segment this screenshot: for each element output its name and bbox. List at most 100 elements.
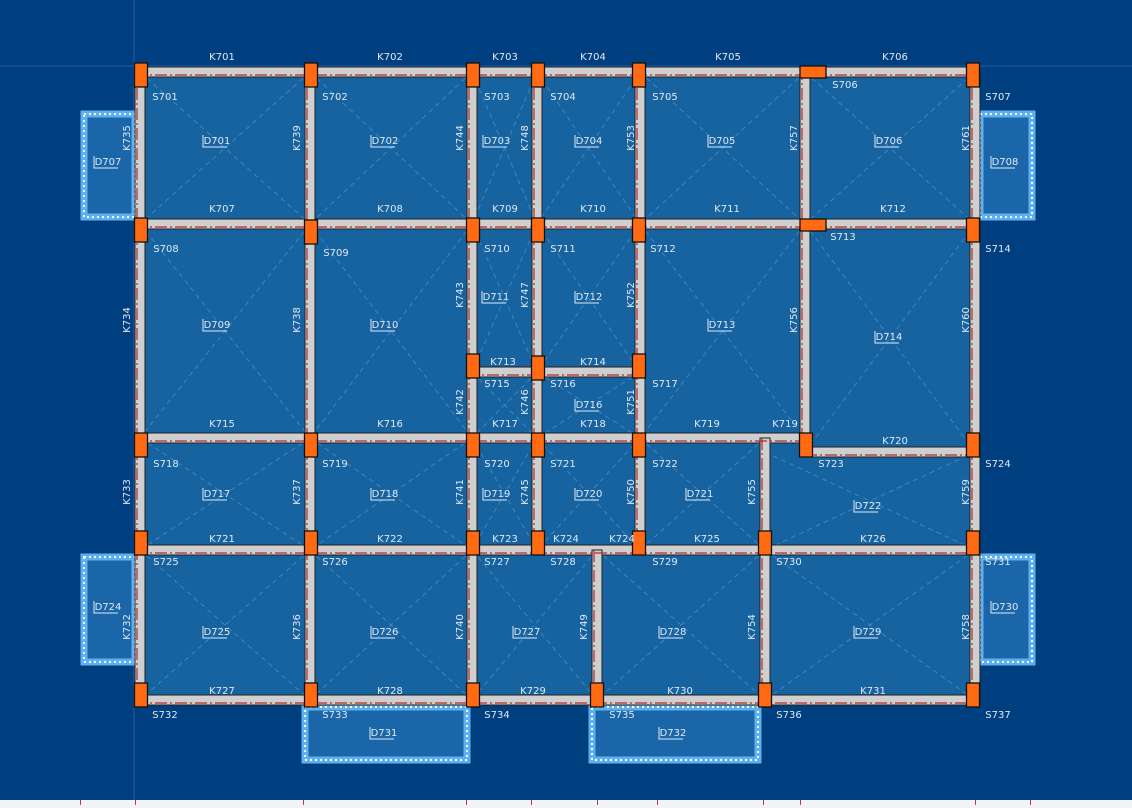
slab-diagonal bbox=[309, 437, 473, 551]
column[interactable] bbox=[133, 62, 149, 88]
slab-label: S736 bbox=[776, 710, 801, 721]
floor-label: D705 bbox=[709, 136, 736, 147]
balcony-hatch bbox=[304, 706, 468, 761]
floor-label: D713 bbox=[709, 320, 736, 331]
slab-label: S720 bbox=[484, 459, 509, 470]
column[interactable] bbox=[303, 682, 319, 708]
column[interactable] bbox=[303, 62, 319, 88]
beam-label: K749 bbox=[579, 614, 590, 640]
column[interactable] bbox=[965, 432, 981, 458]
beam-label: K758 bbox=[961, 614, 972, 640]
beam-label: K733 bbox=[122, 479, 133, 505]
column[interactable] bbox=[465, 682, 481, 708]
slab-label: S723 bbox=[818, 459, 843, 470]
ruler-tick bbox=[1030, 800, 1031, 805]
column[interactable] bbox=[799, 65, 827, 79]
slab-label: S731 bbox=[985, 557, 1010, 568]
column[interactable] bbox=[465, 432, 481, 458]
column[interactable] bbox=[757, 682, 773, 708]
slab-diagonal bbox=[471, 549, 598, 701]
floor-label: D729 bbox=[855, 627, 882, 638]
column[interactable] bbox=[757, 530, 773, 556]
column[interactable] bbox=[631, 62, 647, 88]
balcony-hatch bbox=[979, 113, 1033, 218]
slab-diagonal bbox=[139, 71, 311, 225]
slab-label: S716 bbox=[550, 379, 575, 390]
slab-diagonal bbox=[471, 71, 538, 225]
floor-marker-icon bbox=[369, 727, 394, 740]
floor-label: D724 bbox=[95, 602, 122, 613]
column[interactable] bbox=[465, 353, 481, 379]
beam-label: K732 bbox=[122, 614, 133, 640]
slab-label: S735 bbox=[609, 710, 634, 721]
beam-label: K739 bbox=[292, 125, 303, 151]
column[interactable] bbox=[303, 432, 319, 458]
beam-label: K704 bbox=[580, 52, 606, 63]
column[interactable] bbox=[631, 530, 647, 556]
beam-label: K721 bbox=[209, 534, 235, 545]
floor-label: D703 bbox=[484, 136, 511, 147]
beam-label: K745 bbox=[520, 479, 531, 505]
beam-label: K756 bbox=[789, 307, 800, 333]
slab-diagonal bbox=[471, 371, 538, 439]
column[interactable] bbox=[965, 62, 981, 88]
column[interactable] bbox=[965, 530, 981, 556]
column[interactable] bbox=[133, 432, 149, 458]
floor-label: D730 bbox=[992, 602, 1019, 613]
slab-label: S714 bbox=[985, 244, 1010, 255]
beam-label: K759 bbox=[961, 479, 972, 505]
beam-label: K734 bbox=[122, 307, 133, 333]
column[interactable] bbox=[465, 217, 481, 243]
balcony-hatch bbox=[83, 556, 136, 663]
slab-diagonal bbox=[536, 437, 641, 551]
slab-diagonal bbox=[139, 549, 311, 701]
beam-label: K708 bbox=[377, 204, 403, 215]
balcony-slab[interactable] bbox=[301, 703, 471, 764]
slab-diagonal bbox=[804, 71, 976, 225]
column[interactable] bbox=[530, 432, 546, 458]
column[interactable] bbox=[965, 217, 981, 243]
beam-label: K760 bbox=[961, 307, 972, 333]
column[interactable] bbox=[589, 682, 605, 708]
slab-diagonal bbox=[139, 437, 311, 551]
floor-label: D709 bbox=[204, 320, 231, 331]
beam-label: K701 bbox=[209, 52, 235, 63]
floor-marker-icon bbox=[481, 291, 506, 304]
floor-marker-icon bbox=[990, 601, 1015, 614]
beam-label: K742 bbox=[455, 389, 466, 415]
column[interactable] bbox=[530, 217, 546, 243]
slab-label: S704 bbox=[550, 92, 575, 103]
beam-label: K752 bbox=[626, 282, 637, 308]
floor-label: D702 bbox=[372, 136, 399, 147]
column[interactable] bbox=[303, 530, 319, 556]
floor-label: D732 bbox=[660, 728, 687, 739]
floor-marker-icon bbox=[482, 488, 507, 501]
column[interactable] bbox=[133, 530, 149, 556]
column[interactable] bbox=[530, 62, 546, 88]
column[interactable] bbox=[798, 432, 814, 458]
column[interactable] bbox=[631, 217, 647, 243]
column[interactable] bbox=[799, 218, 827, 232]
beam-label: K716 bbox=[377, 419, 403, 430]
floor-label: D726 bbox=[372, 627, 399, 638]
beam-label: K703 bbox=[492, 52, 518, 63]
slab-label: S719 bbox=[322, 459, 347, 470]
floor-label: D721 bbox=[687, 489, 714, 500]
beam-label: K718 bbox=[580, 419, 606, 430]
slab-label: S712 bbox=[650, 244, 675, 255]
column[interactable] bbox=[965, 682, 981, 708]
beam-label: K711 bbox=[714, 204, 740, 215]
column[interactable] bbox=[133, 217, 149, 243]
column[interactable] bbox=[631, 432, 647, 458]
column[interactable] bbox=[530, 530, 546, 556]
column[interactable] bbox=[133, 682, 149, 708]
column[interactable] bbox=[631, 353, 647, 379]
column[interactable] bbox=[465, 62, 481, 88]
slab-area[interactable] bbox=[472, 224, 537, 372]
column[interactable] bbox=[465, 530, 481, 556]
floor-marker-icon bbox=[685, 488, 710, 501]
floor-marker-icon bbox=[874, 135, 899, 148]
column[interactable] bbox=[530, 355, 546, 381]
column[interactable] bbox=[303, 219, 319, 245]
